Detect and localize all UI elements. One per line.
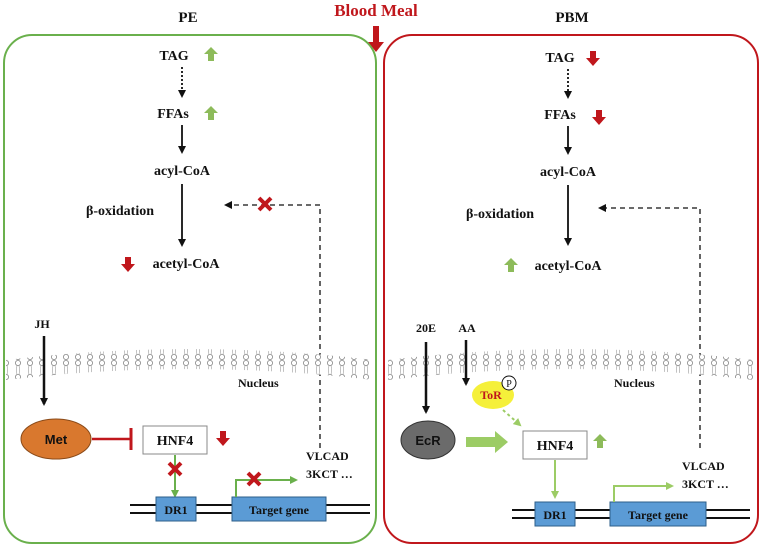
ffas-up-arrow-icon xyxy=(204,106,218,120)
left-target-gene-label: Target gene xyxy=(249,503,310,517)
left-nucleus-label: Nucleus xyxy=(238,376,279,390)
tor-label: ToR xyxy=(480,388,502,402)
right-panel: PBM TAG FFAs acyl-CoA β-oxidation acetyl… xyxy=(383,7,759,544)
right-dr1-label: DR1 xyxy=(543,508,566,522)
acetyl-down-arrow-icon xyxy=(121,257,135,272)
left-panel: PE TAG FFAs acyl-CoA β-oxidation acetyl-… xyxy=(3,7,377,544)
left-acyl-coa-label: acyl-CoA xyxy=(154,164,211,179)
left-3kct-label: 3KCT … xyxy=(306,467,353,481)
ecr-activation-arrow-icon xyxy=(466,431,508,453)
left-panel-title: PE xyxy=(178,10,197,26)
right-nuclear-membrane xyxy=(388,349,754,380)
right-target-gene-label: Target gene xyxy=(628,508,689,522)
right-ffas-label: FFAs xyxy=(544,108,576,123)
left-nuclear-membrane xyxy=(6,349,374,380)
jh-label: JH xyxy=(34,317,50,331)
blood-meal-title: Blood Meal xyxy=(334,1,418,20)
right-target-gene-box xyxy=(609,501,707,527)
left-target-gene-box xyxy=(231,496,327,522)
transcription-block-x-icon xyxy=(246,471,262,487)
right-tag-label: TAG xyxy=(545,51,574,66)
phospho-label: P xyxy=(506,379,512,390)
ecr-receptor xyxy=(400,420,456,460)
left-beta-oxidation-label: β-oxidation xyxy=(86,204,154,219)
left-dr1-box xyxy=(155,496,197,522)
left-tag-label: TAG xyxy=(159,49,188,64)
right-3kct-label: 3KCT … xyxy=(682,477,729,491)
aa-label: AA xyxy=(458,321,476,335)
right-nucleus-label: Nucleus xyxy=(614,376,655,390)
met-label: Met xyxy=(45,432,68,447)
right-beta-oxidation-label: β-oxidation xyxy=(466,207,534,222)
tag-up-arrow-icon xyxy=(204,47,218,61)
right-panel-border xyxy=(383,34,759,544)
right-dr1-box xyxy=(534,501,576,527)
blood-meal-arrow-icon xyxy=(368,26,384,52)
met-receptor xyxy=(20,418,92,460)
left-acetyl-coa-label: acetyl-CoA xyxy=(153,257,221,272)
left-panel-border xyxy=(3,34,377,544)
phospho-icon xyxy=(501,375,517,391)
acetyl-up-arrow-icon xyxy=(504,258,518,272)
left-hnf4-label: HNF4 xyxy=(157,434,194,449)
right-acetyl-coa-label: acetyl-CoA xyxy=(535,259,603,274)
right-acyl-coa-label: acyl-CoA xyxy=(540,165,597,180)
left-hnf4-box xyxy=(142,425,208,455)
left-ffas-label: FFAs xyxy=(157,107,189,122)
left-block-x-icon xyxy=(257,196,273,212)
hnf4-up-arrow-icon xyxy=(593,434,607,448)
20e-label: 20E xyxy=(416,321,436,335)
right-vlcad-label: VLCAD xyxy=(682,459,725,473)
right-tag-down-arrow-icon xyxy=(586,51,600,66)
right-ffas-down-arrow-icon xyxy=(592,110,606,125)
ecr-label: EcR xyxy=(415,433,441,448)
hnf4-block-x-icon xyxy=(167,461,183,477)
left-dr1-label: DR1 xyxy=(164,503,187,517)
left-vlcad-label: VLCAD xyxy=(306,449,349,463)
right-panel-title: PBM xyxy=(555,10,588,26)
hnf4-down-arrow-icon xyxy=(216,431,230,446)
right-hnf4-label: HNF4 xyxy=(537,439,574,454)
right-hnf4-box xyxy=(522,430,588,460)
